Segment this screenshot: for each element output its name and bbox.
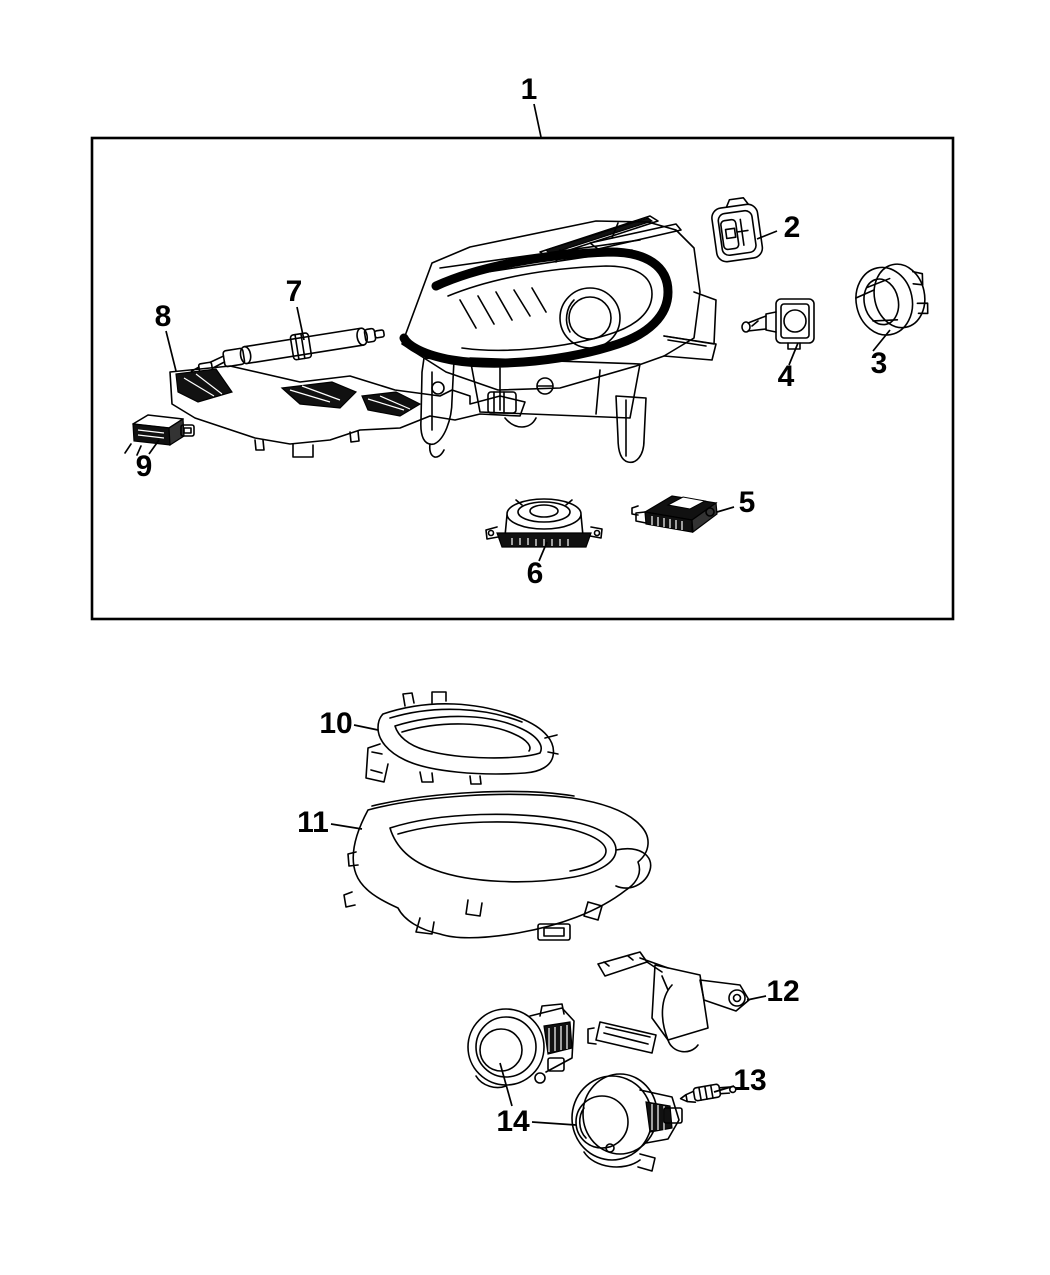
- part-10-drl-lamp-drawing: [365, 691, 559, 785]
- callout-11-label: 11: [297, 806, 329, 839]
- callout-9-label: 9: [135, 450, 153, 483]
- callout-10-leader: [353, 724, 379, 731]
- callout-5-leader: [716, 506, 735, 513]
- callout-11-leader: [330, 823, 363, 830]
- callout-12-label: 12: [766, 975, 800, 1008]
- assembly-box-frame: [90, 136, 955, 621]
- part-8-wiring-bracket-drawing: [169, 365, 537, 458]
- part-1-headlamp-assembly-drawing: [399, 215, 717, 464]
- callout-10-label: 10: [319, 707, 353, 740]
- callout-1-label: 1: [520, 73, 538, 106]
- callout-13-label: 13: [733, 1064, 767, 1097]
- callout-8-label: 8: [154, 300, 172, 333]
- callout-7-leader: [296, 306, 305, 341]
- callout-6-label: 6: [526, 557, 544, 590]
- callout-14-label: 14: [496, 1105, 530, 1138]
- callout-4-label: 4: [777, 360, 795, 393]
- part-9-connector-drawing: [124, 414, 195, 456]
- part-4-bulb-drawing: [741, 298, 815, 350]
- callout-4-leader: [788, 342, 799, 366]
- part-3-cap-ring-drawing: [855, 263, 929, 336]
- callout-7-label: 7: [285, 275, 303, 308]
- callout-2-leader: [756, 230, 778, 240]
- callout-2-label: 2: [783, 211, 801, 244]
- part-11-bezel-housing-drawing: [343, 790, 652, 941]
- callout-1-leader: [533, 103, 542, 138]
- leader-lines: [148, 103, 891, 1126]
- callout-9-leader: [148, 439, 160, 455]
- callout-3-label: 3: [870, 347, 888, 380]
- callout-14-leader-right: [531, 1121, 577, 1126]
- part-12-bracket-drawing: [587, 951, 750, 1054]
- callout-13-leader: [713, 1085, 735, 1093]
- callout-12-leader: [746, 995, 767, 1001]
- part-14-fog-lamps-drawing: [467, 1003, 683, 1172]
- part-2-module-drawing: [711, 196, 764, 263]
- part-6-led-driver-drawing: [485, 498, 603, 548]
- part-5-ballast-module-drawing: [631, 495, 718, 534]
- part-13-bulb-drawing: [679, 1083, 737, 1103]
- callout-3-leader: [872, 329, 891, 352]
- callout-14-leader-up: [499, 1062, 513, 1107]
- callout-5-label: 5: [738, 486, 756, 519]
- callout-8-leader: [165, 330, 177, 372]
- callout-6-leader: [538, 541, 548, 562]
